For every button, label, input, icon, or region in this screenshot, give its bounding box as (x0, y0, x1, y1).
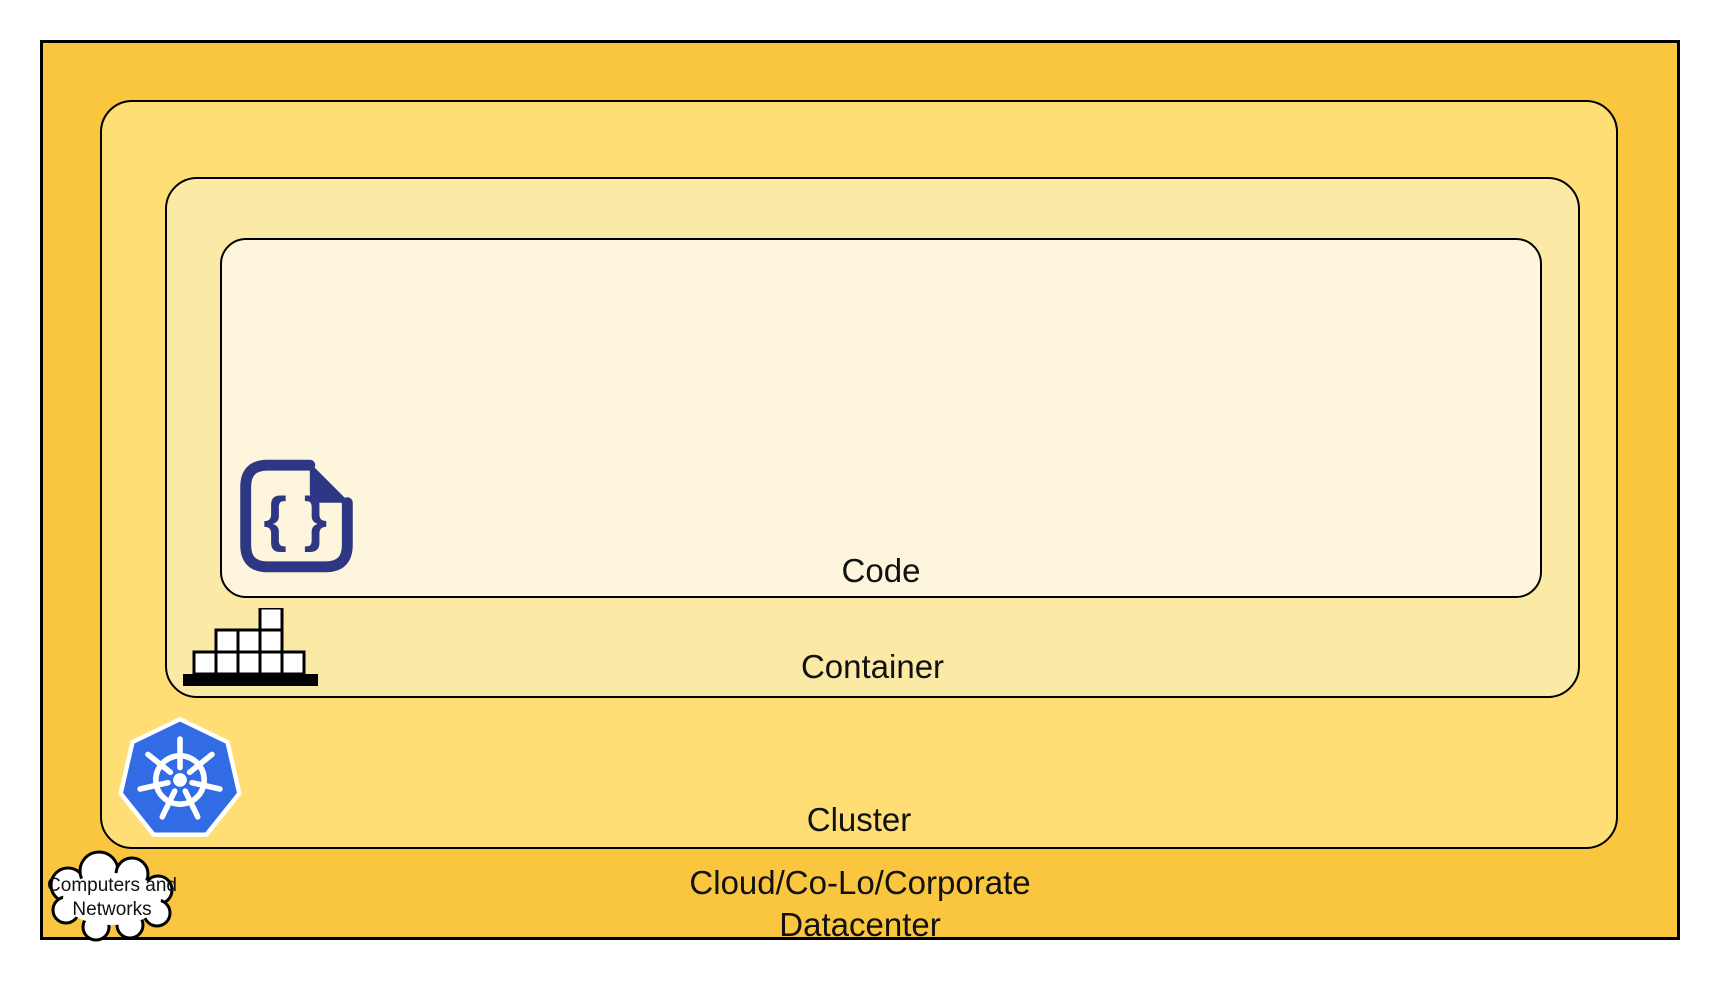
cluster-box: { } Code (100, 100, 1618, 849)
code-label: Code (841, 552, 921, 589)
braces-glyph: { } (263, 484, 327, 552)
container-stack-icon (183, 608, 318, 686)
code-box: { } Code (220, 238, 1542, 598)
cloud-text-line2: Networks (72, 899, 151, 920)
container-label: Container (800, 648, 945, 685)
kubernetes-icon (118, 717, 242, 837)
datacenter-label-line2: Datacenter (779, 906, 941, 943)
cloud-text-line1: Computers and (47, 875, 177, 896)
datacenter-box: { } Code (40, 40, 1680, 943)
datacenter-label-line1: Cloud/Co-Lo/Corporate (689, 864, 1031, 901)
datacenter-label: Cloud/Co-Lo/Corporate Datacenter (43, 862, 1677, 946)
cloud-icon: Computers and Networks (47, 850, 177, 942)
container-box: { } Code (165, 177, 1580, 698)
code-file-icon: { } (240, 459, 353, 573)
cluster-label: Cluster (806, 801, 912, 838)
